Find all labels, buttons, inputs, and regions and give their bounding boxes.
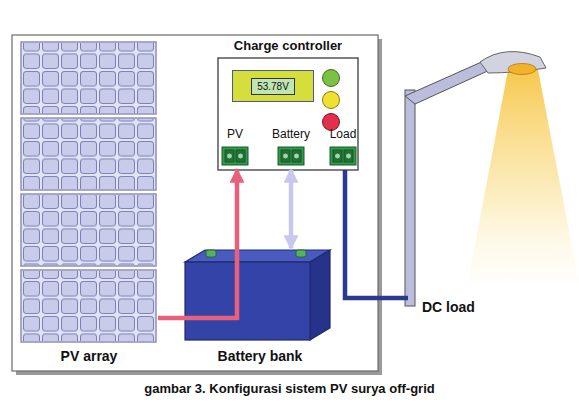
display-reading: 53.78V: [251, 78, 295, 95]
terminal-label: PV: [227, 127, 243, 141]
node-label: Battery bank: [218, 348, 303, 364]
charge-controller: Charge controller53.78V: [218, 58, 358, 170]
figure-caption: gambar 3. Konfigurasi sistem PV surya of…: [0, 381, 579, 396]
node-label: PV array: [61, 348, 118, 364]
connector-arrow: [158, 170, 237, 318]
pv-array: PV array: [20, 40, 158, 370]
battery-drawing: [185, 250, 330, 340]
node-label: DC load: [422, 299, 475, 315]
terminal-label: Load: [330, 127, 357, 141]
controller-body: [218, 58, 358, 170]
solar-panels: [21, 42, 156, 342]
terminal-label: Battery: [272, 127, 310, 141]
system-panel: [12, 35, 378, 371]
voltage-display: 53.78V: [232, 70, 314, 102]
connector-arrow: [289, 170, 294, 248]
street-lamp: [405, 52, 579, 306]
dc-load: DC load: [408, 286, 492, 320]
heading: Charge controller: [218, 38, 358, 53]
battery-bank: Battery bank: [180, 248, 340, 370]
connector-arrow: [345, 170, 408, 298]
